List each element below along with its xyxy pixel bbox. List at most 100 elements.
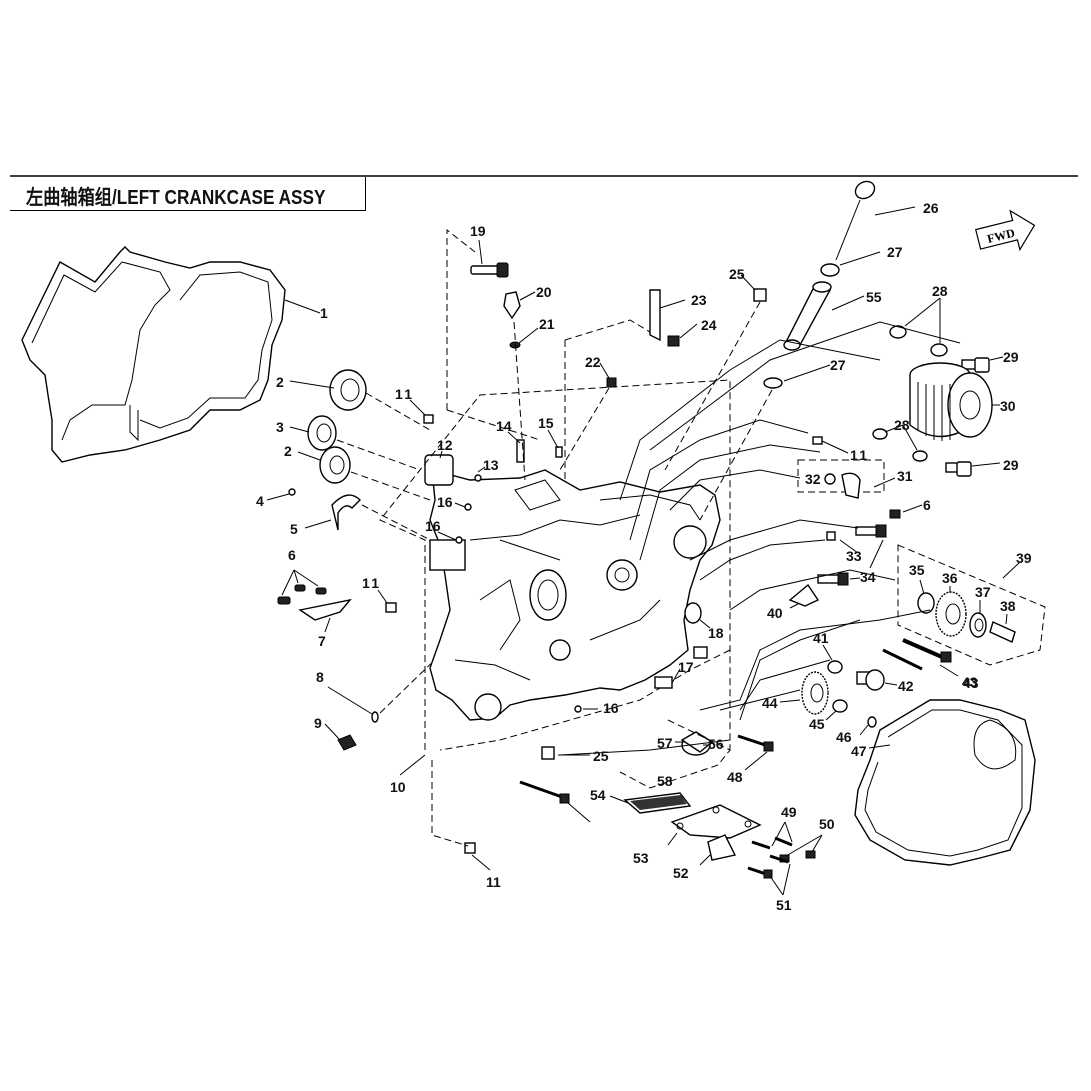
callout: 24	[701, 317, 717, 333]
callout: 11	[850, 447, 867, 463]
callout: 16	[603, 700, 619, 716]
callout: 27	[887, 244, 903, 260]
dowel-11-d	[812, 436, 823, 445]
tube-14	[516, 439, 525, 463]
callout: 8	[316, 669, 324, 685]
washer-45	[832, 699, 848, 713]
callout: 5	[290, 521, 298, 537]
callout: 16	[437, 494, 453, 510]
title-box	[10, 177, 366, 211]
callout: 22	[585, 354, 601, 370]
callout: 30	[1000, 398, 1016, 414]
dowel-33	[826, 531, 836, 541]
callout: 42	[898, 678, 914, 694]
callout: 39	[1016, 550, 1032, 566]
callout: 25	[593, 748, 609, 764]
bracket-7	[277, 584, 352, 621]
callout: 34	[860, 569, 876, 585]
callout: 55	[866, 289, 882, 305]
oring-28-b	[930, 343, 948, 357]
clip-40	[788, 583, 820, 607]
plug-25-lower	[541, 746, 555, 760]
bolts-49	[751, 836, 793, 850]
oring-27-lower	[763, 377, 783, 389]
callout: 16	[425, 518, 441, 534]
band-56-57	[680, 731, 714, 756]
callout: 4	[256, 493, 264, 509]
callout: 41	[813, 630, 829, 646]
sleeve-12	[424, 454, 454, 486]
oring-28-a	[889, 325, 907, 339]
bolt-43-right-b	[882, 648, 923, 671]
oil-filter-30	[909, 362, 993, 441]
callout: 52	[673, 865, 689, 881]
drain-bolt-29-lower	[945, 461, 972, 477]
callout: 44	[762, 695, 778, 711]
oring-27-top	[820, 263, 840, 277]
group-31-box	[797, 459, 885, 493]
bolts-51	[747, 854, 789, 879]
bearing-2-lower	[319, 446, 351, 484]
plate-31	[841, 472, 861, 499]
washer-21	[509, 341, 521, 349]
callout: 10	[390, 779, 406, 795]
callout: 15	[538, 415, 554, 431]
bearing-2-top	[329, 369, 367, 411]
clip-46	[867, 716, 877, 728]
dowel-11-c	[464, 842, 476, 854]
dowel-4	[288, 488, 296, 496]
callout: 23	[691, 292, 707, 308]
callout: 29	[1003, 457, 1019, 473]
callout: 43	[963, 675, 979, 691]
plug-9	[337, 734, 357, 751]
oring-28-d	[912, 450, 928, 462]
callout: 37	[975, 584, 991, 600]
callout: 19	[470, 223, 486, 239]
callout: 2	[276, 374, 284, 390]
callout: 27	[830, 357, 846, 373]
callout: 18	[708, 625, 724, 641]
pin-15	[555, 446, 563, 458]
group-39-box	[897, 544, 1046, 666]
drain-bolt-29-top	[961, 357, 990, 373]
sensor-20	[503, 291, 521, 320]
bolt-43-right	[902, 638, 952, 663]
callout: 20	[536, 284, 552, 300]
callout: 46	[836, 729, 852, 745]
plug-42	[856, 669, 885, 691]
crankcase-body	[429, 469, 721, 721]
callout: 13	[483, 457, 499, 473]
bolt-24	[667, 335, 680, 347]
callout: 31	[897, 468, 913, 484]
callout: 51	[776, 897, 792, 913]
callout: 33	[846, 548, 862, 564]
callout: 57	[657, 735, 673, 751]
callout: 11	[486, 874, 501, 890]
strainer-54	[623, 792, 692, 814]
bolt-43-lower	[519, 780, 570, 804]
bracket-23	[649, 289, 661, 342]
dowel-16-b	[455, 536, 463, 544]
washer-8	[371, 711, 379, 723]
seal-18	[684, 602, 702, 624]
dowel-13	[474, 474, 482, 482]
callout: 6	[923, 497, 931, 513]
callout: 1	[320, 305, 328, 321]
callout: 49	[781, 804, 797, 820]
callout: 47	[851, 743, 867, 759]
bolt-48	[737, 734, 774, 752]
callout: 54	[590, 787, 606, 803]
callout: 50	[819, 816, 835, 832]
callout: 9	[314, 715, 322, 731]
callout: 11	[395, 386, 412, 402]
callout: 7	[318, 633, 326, 649]
callout: 43	[962, 674, 978, 690]
dipstick-26	[835, 180, 876, 261]
gear-44	[801, 671, 829, 715]
callout: 11	[362, 575, 379, 591]
bearing-3	[307, 415, 337, 451]
gear-36	[935, 591, 967, 637]
plug-17	[654, 676, 673, 689]
callout: 2	[284, 443, 292, 459]
